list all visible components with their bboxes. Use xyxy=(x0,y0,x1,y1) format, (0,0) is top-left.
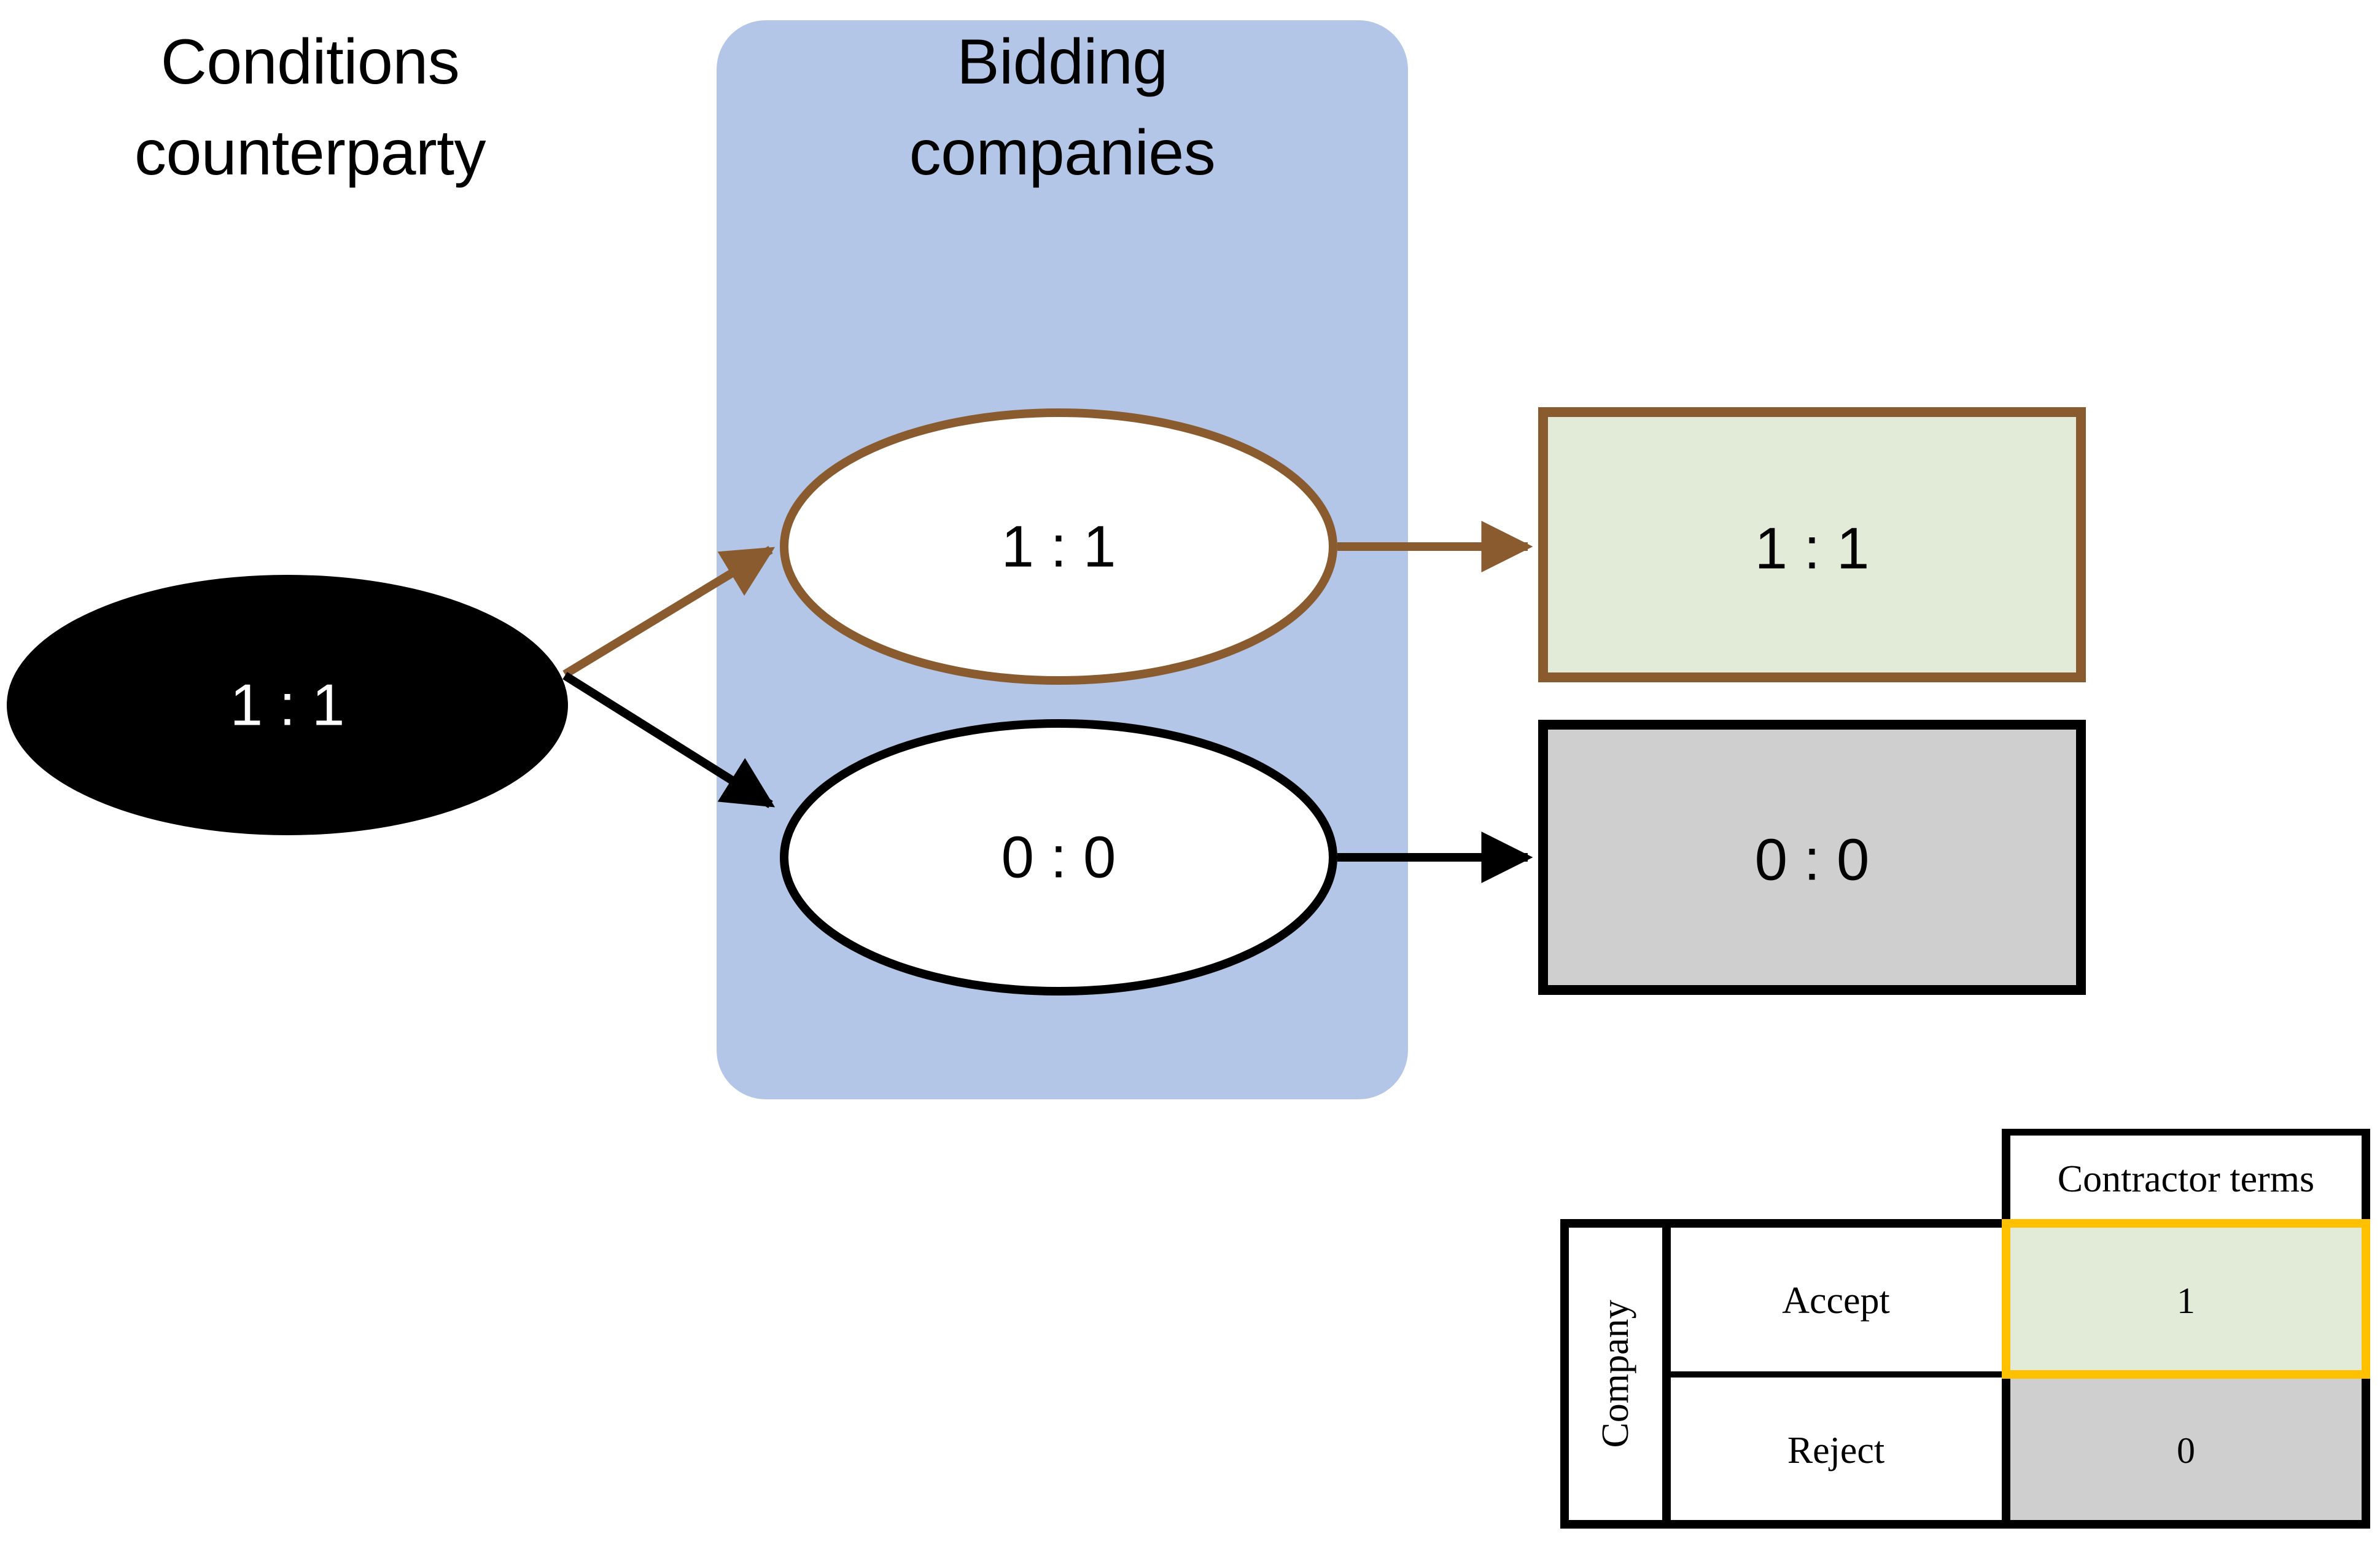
node-branch-reject-label: 0 : 0 xyxy=(1001,825,1116,891)
payoff-matrix: Contractor terms Company Accept Reject 1… xyxy=(1560,1129,2371,1529)
matrix-row-label-accept-text: Accept xyxy=(1782,1280,1890,1322)
node-root-conditions-label: 1 : 1 xyxy=(230,672,345,738)
heading-bidding-line2: companies xyxy=(909,117,1216,189)
matrix-header-frame xyxy=(2002,1129,2370,1223)
matrix-outer-frame xyxy=(1560,1219,2370,1529)
edge-root-to-reject xyxy=(562,672,776,808)
heading-conditions-counterparty: Conditions counterparty xyxy=(0,17,620,198)
node-branch-accept-label: 1 : 1 xyxy=(1001,514,1116,580)
node-root-conditions[interactable] xyxy=(7,575,568,835)
payoff-box-accept-label: 1 : 1 xyxy=(1755,516,1870,582)
node-branch-reject[interactable] xyxy=(780,719,1337,996)
matrix-row-group-label: Company xyxy=(1595,1300,1636,1448)
heading-bidding-line1: Bidding xyxy=(957,26,1168,98)
payoff-box-reject[interactable] xyxy=(1538,720,2086,995)
matrix-row-label-reject-text: Reject xyxy=(1787,1430,1884,1471)
heading-conditions-line2: counterparty xyxy=(134,117,486,189)
matrix-value-accept: 1 xyxy=(2177,1280,2195,1321)
edge-root-to-accept xyxy=(562,546,776,678)
matrix-accept-highlight-outline xyxy=(2002,1219,2370,1379)
payoff-matrix-svg: Contractor terms Company Accept Reject 1… xyxy=(1560,1129,2370,1529)
matrix-value-reject: 0 xyxy=(2177,1430,2195,1471)
payoff-box-reject-label: 0 : 0 xyxy=(1755,827,1870,893)
heading-conditions-line1: Conditions xyxy=(160,26,460,98)
matrix-column-header-label: Contractor terms xyxy=(2058,1158,2314,1200)
heading-bidding-companies: Bidding companies xyxy=(717,17,1408,198)
node-branch-accept[interactable] xyxy=(780,408,1337,685)
payoff-box-accept[interactable] xyxy=(1538,407,2086,682)
